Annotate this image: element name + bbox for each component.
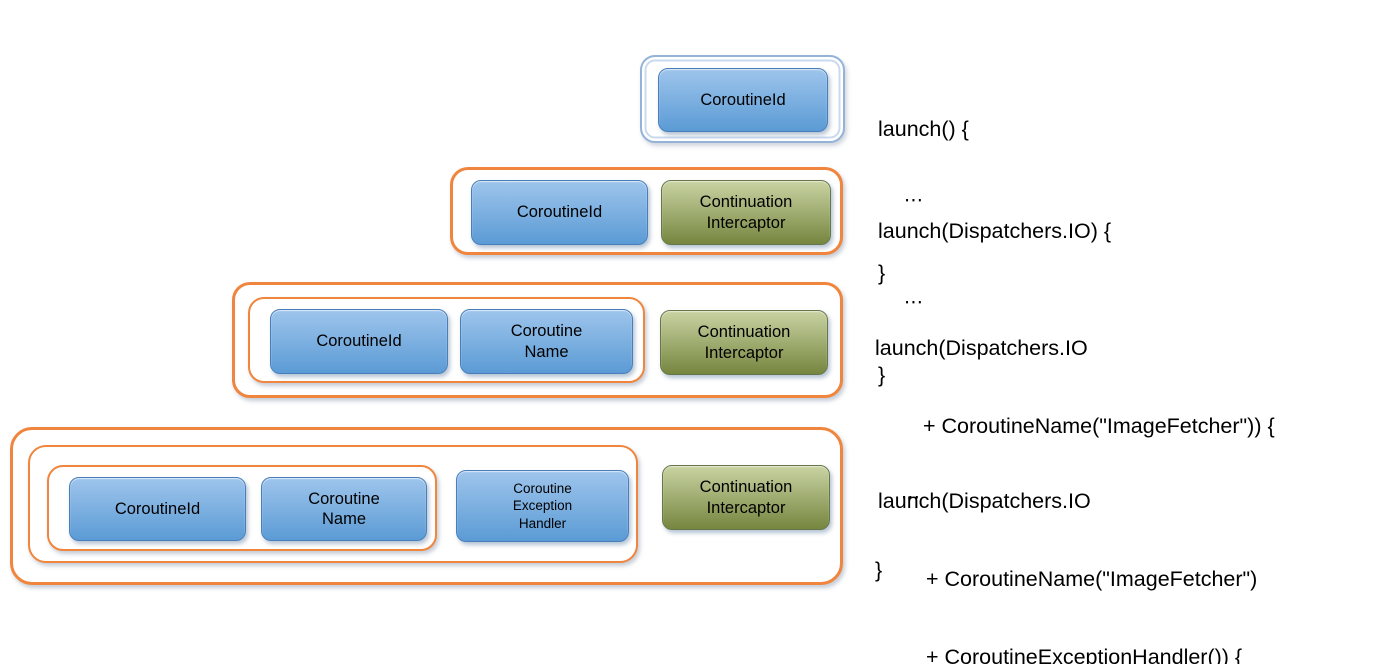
code-line: launch(Dispatchers.IO) { (878, 219, 1112, 243)
code-ellipsis: ⋯ (904, 190, 925, 211)
code-ellipsis: ⋯ (904, 292, 925, 313)
row3-continuation-interceptor-box: Continuation Intercaptor (660, 310, 828, 375)
row3-outer-context-scope: CoroutineId Coroutine Name Continuation … (232, 282, 843, 398)
row4-coroutine-exception-handler-box: Coroutine Exception Handler (456, 470, 629, 542)
row2-code-snippet: launch(Dispatchers.IO) { ⋯ } (878, 166, 1111, 440)
code-close-brace: } (875, 558, 883, 582)
row3-inner-context-scope: CoroutineId Coroutine Name (248, 297, 645, 383)
code-line: + CoroutineExceptionHandler()) { (926, 645, 1243, 664)
row1-code-snippet: launch() { ⋯ } (878, 64, 969, 338)
code-line: + CoroutineName("ImageFetcher")) { (923, 414, 1275, 438)
row3-code-snippet: launch(Dispatchers.IO + CoroutineName("I… (875, 283, 1275, 635)
row4-coroutine-id-box: CoroutineId (69, 477, 246, 541)
row4-inner-context-scope: CoroutineId Coroutine Name (47, 465, 437, 551)
row2-context-scope: CoroutineId Continuation Intercaptor (450, 167, 843, 255)
row4-outer-context-scope: CoroutineId Coroutine Name Coroutine Exc… (10, 427, 843, 585)
code-line: launch(Dispatchers.IO (875, 336, 1088, 360)
code-line: + CoroutineName("ImageFetcher") (926, 567, 1258, 591)
row3-coroutine-id-box: CoroutineId (270, 309, 448, 374)
row4-coroutine-name-box: Coroutine Name (261, 477, 427, 541)
row1-coroutine-id-box: CoroutineId (658, 68, 828, 132)
row4-code-snippet: launch(Dispatchers.IO + CoroutineName("I… (878, 436, 1257, 664)
code-ellipsis: ⋯ (901, 487, 922, 508)
row4-continuation-interceptor-box: Continuation Intercaptor (662, 465, 830, 530)
code-line: launch(Dispatchers.IO (878, 489, 1091, 513)
code-line: launch() { (878, 117, 969, 141)
row4-middle-context-scope: CoroutineId Coroutine Name Coroutine Exc… (28, 445, 638, 563)
row2-coroutine-id-box: CoroutineId (471, 180, 648, 245)
row1-context-scope: CoroutineId (640, 55, 845, 143)
row2-continuation-interceptor-box: Continuation Intercaptor (661, 180, 831, 245)
code-close-brace: } (878, 261, 886, 285)
code-close-brace: } (878, 363, 886, 387)
row3-coroutine-name-box: Coroutine Name (460, 309, 633, 374)
